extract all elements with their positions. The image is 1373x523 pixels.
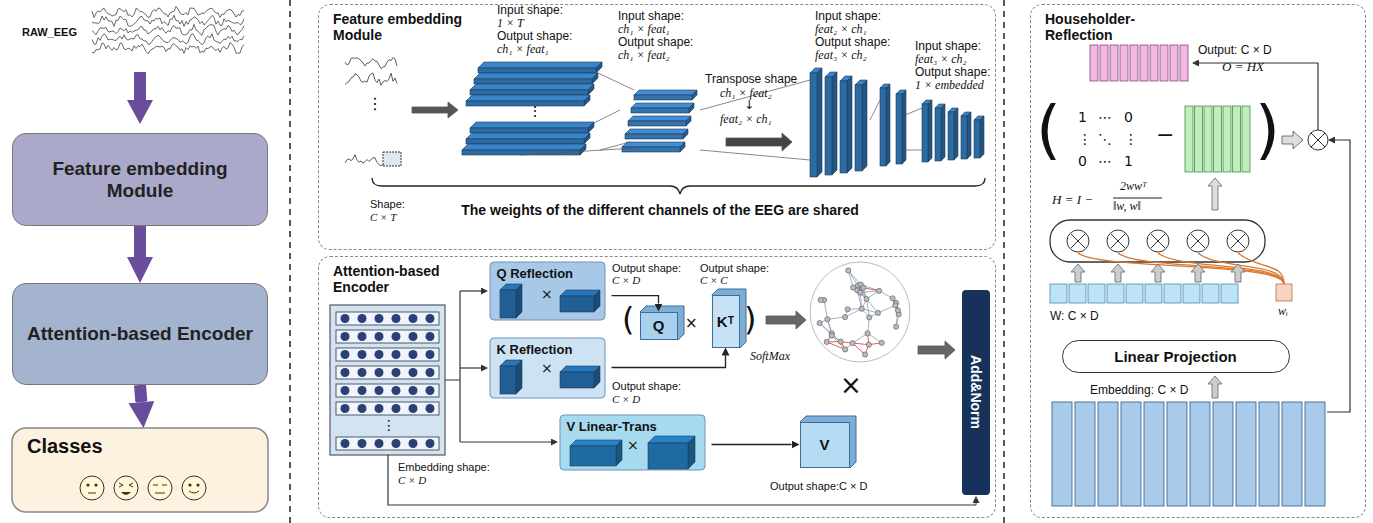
- label-text: Output: C × D: [1198, 44, 1272, 57]
- node-text: Classes: [13, 429, 274, 458]
- label-text: ⋮: [1078, 132, 1092, 146]
- node-text: Q: [653, 317, 665, 334]
- label-text: feat₂ × ch₁: [815, 23, 867, 36]
- label-text: ): [1255, 98, 1280, 162]
- module-box: Feature embedding Module: [12, 133, 268, 226]
- label-text: C × T: [370, 211, 396, 223]
- label-text: ×: [685, 316, 698, 331]
- node-text: Feature embedding Module: [319, 5, 483, 43]
- label-text: ⋮: [382, 418, 396, 432]
- label-text: RAW_EEG: [22, 26, 77, 38]
- projection-box: Linear Projection: [1062, 340, 1290, 373]
- label-text: Output shape:: [915, 66, 990, 79]
- connector: [712, 444, 792, 445]
- add-norm-bar: Add&Norm: [962, 290, 990, 495]
- node-text: Q Reflection: [491, 263, 611, 281]
- node-text: Feature embedding Module: [19, 158, 261, 202]
- label-text: 0: [1124, 110, 1133, 124]
- label-text: ‖w, w‖: [1113, 200, 1141, 213]
- label-text: (: [1036, 98, 1061, 162]
- label-text: Output shape:: [612, 380, 681, 392]
- label-text: ⋯: [1098, 110, 1112, 124]
- node-text: Attention-based Encoder: [27, 323, 253, 345]
- label-text: C × D: [612, 393, 640, 405]
- label-text: 2wwᵀ: [1120, 180, 1147, 193]
- label-text: W: C × D: [1050, 310, 1099, 323]
- label-text: Output shape:: [612, 262, 681, 274]
- label-text: The weights of the different channels of…: [461, 203, 859, 218]
- label-text: Input shape:: [618, 10, 684, 23]
- connector: [612, 296, 659, 304]
- node-text: Householder-Reflection: [1031, 5, 1195, 43]
- label-text: ×: [840, 372, 862, 398]
- label-text: ): [744, 303, 756, 335]
- label-text: wᵢ: [1278, 305, 1288, 318]
- label-text: Transpose shape: [705, 73, 797, 86]
- node-text: V: [819, 436, 829, 453]
- label-text: ch₁ × feat₁: [497, 43, 549, 56]
- illustration-group: ⋮: [12, 0, 1350, 523]
- label-text: feat₃ × ch₂: [815, 49, 867, 62]
- label-text: Output shape:C × D: [770, 480, 868, 492]
- classes-box: Classes: [12, 428, 275, 512]
- label-text: ⋮: [1124, 132, 1138, 146]
- label-text: O = HX: [1222, 60, 1264, 74]
- label-text: ×: [541, 287, 553, 301]
- label-text: ×: [541, 361, 553, 375]
- label-text: Input shape:: [915, 40, 981, 53]
- label-text: 1 × T: [497, 17, 524, 30]
- connector: [140, 385, 141, 402]
- label-text: C × D: [398, 474, 426, 486]
- connector: [612, 356, 726, 368]
- module-panel: Householder-ReflectionLinear Projection: [1030, 4, 1366, 518]
- connector: [134, 226, 146, 257]
- label-text: SoftMax: [750, 350, 790, 363]
- node-text: Linear Projection: [1114, 348, 1237, 365]
- label-text: Input shape:: [497, 4, 563, 17]
- label-text: (: [622, 303, 634, 335]
- label-text: Output shape:: [618, 36, 693, 49]
- label-text: Output shape:: [497, 30, 572, 43]
- label-text: −: [1156, 124, 1174, 146]
- label-text: Shape:: [370, 198, 405, 210]
- label-text: ⋱: [1098, 132, 1112, 146]
- node-text: Add&Norm: [968, 355, 984, 429]
- label-text: 1 × embedded: [915, 79, 984, 92]
- label-text: C × D: [612, 274, 640, 286]
- label-text: feat₂ × ch₁: [720, 113, 772, 126]
- label-text: ch₁ × feat₁: [618, 23, 670, 36]
- node-text: K Reflection: [491, 339, 611, 357]
- label-text: Embedding: C × D: [1090, 384, 1188, 397]
- label-text: feat₃ × ch₂: [915, 53, 967, 66]
- node-text: V Linear-Trans: [561, 416, 711, 434]
- module-box: Attention-based Encoder: [12, 283, 268, 385]
- label-text: ch₁ × feat₂: [618, 49, 670, 62]
- label-text: 1: [1078, 110, 1087, 124]
- label-text: 1: [1124, 154, 1133, 168]
- label-text: C × C: [700, 274, 728, 286]
- node-text: Attention-based Encoder: [319, 257, 483, 295]
- label-text: ×: [627, 438, 639, 452]
- svg-text:⋮: ⋮: [528, 103, 542, 119]
- matrix-block: V: [800, 422, 850, 468]
- label-text: Output shape:: [815, 36, 890, 49]
- label-text: ⋮: [367, 96, 383, 112]
- node-text: Kᵀ: [717, 313, 734, 330]
- label-text: Embedding shape:: [398, 461, 490, 473]
- label-text: ↓: [744, 99, 754, 111]
- matrix-block: Kᵀ: [712, 295, 740, 348]
- label-text: Input shape:: [815, 10, 881, 23]
- label-text: ⋯: [1098, 154, 1112, 168]
- label-text: 0: [1078, 154, 1087, 168]
- label-text: H = I −: [1052, 193, 1093, 207]
- label-text: Output shape:: [700, 262, 769, 274]
- matrix-block: Q: [640, 312, 678, 340]
